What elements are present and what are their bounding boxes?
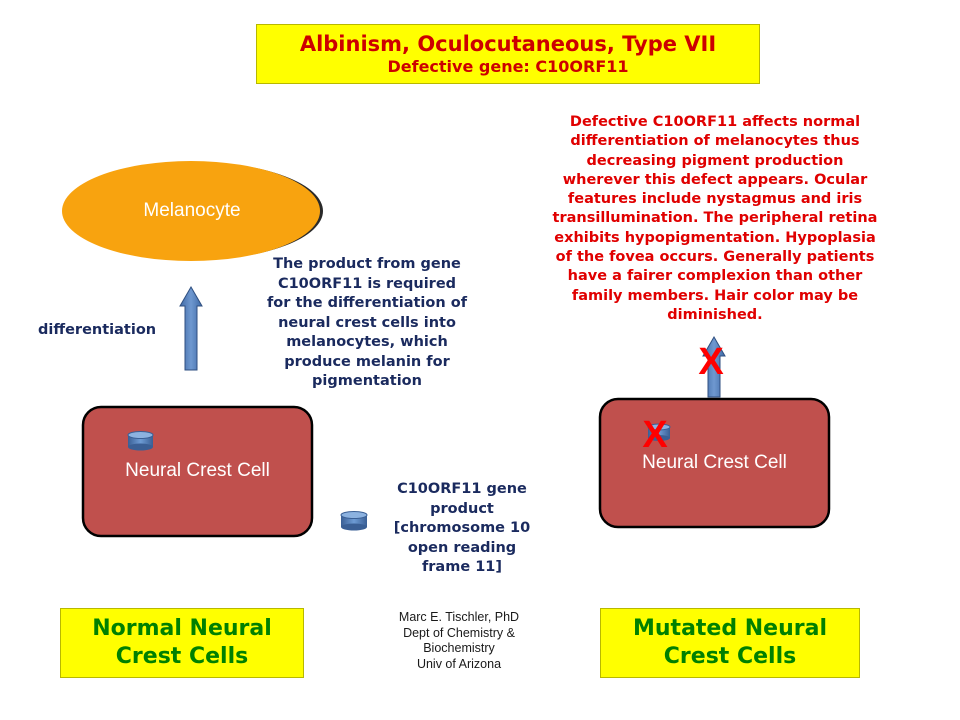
melanocyte-ellipse [62,161,323,261]
title-sub: Defective gene: C10ORF11 [387,57,629,76]
melanocyte-label: Melanocyte [143,200,241,221]
mutated-cells-box: Mutated Neural Crest Cells [600,608,860,678]
mutation-description-line: of the fovea occurs. Generally patients [555,249,875,266]
gene-product-label: C10ORF11 gene product [chromosome 10 ope… [382,480,542,578]
mutation-description-line: family members. Hair color may be [571,287,859,304]
blocked-differentiation-arrow [702,336,726,398]
product-explanation-line: pigmentation [312,373,422,389]
mutation-description-line: wherever this defect appears. Ocular [562,171,868,188]
author-credit-line: Marc E. Tischler, PhD [398,610,520,624]
mutation-description-line: transillumination. The peripheral retina [552,210,878,227]
author-credit-line: Biochemistry [423,641,495,656]
normal-cell-label: Neural Crest Cell [125,460,270,481]
gene-product-cylinder-icon [127,431,154,451]
differentiation-arrow [179,286,203,371]
defective-gene-product-icon [647,423,671,441]
defective-product-x-mark: X [642,414,668,456]
product-explanation-line: for the differentiation of [266,295,468,311]
gene-product-label-line: frame 11] [421,559,503,575]
mutation-description: Defective C10ORF11 affects normal differ… [532,113,898,325]
author-credit-line: Dept of Chemistry & [403,625,515,640]
mutation-description-line: decreasing pigment production [586,152,844,169]
normal-cells-box-line: Crest Cells [115,644,249,669]
mutation-description-line: have a fairer complexion than other [567,268,863,285]
mutation-description-line: features include nystagmus and iris [567,191,863,208]
author-credit: Marc E. Tischler, PhD Dept of Chemistry … [372,610,546,672]
blocked-arrow-x-mark: X [698,341,724,383]
mutation-description-line: Defective C10ORF11 affects normal [569,114,861,130]
normal-cells-box-line: Normal Neural [92,616,272,641]
product-explanation-line: neural crest cells into [278,314,456,331]
product-explanation-line: The product from gene [273,256,461,272]
mutation-description-line: differentiation of melanocytes thus [570,133,860,150]
gene-product-label-line: [chromosome 10 [393,520,531,536]
mutation-description-line: exhibits hypopigmentation. Hypoplasia [554,229,876,246]
title-box: Albinism, Oculocutaneous, Type VII Defec… [256,24,760,84]
product-explanation-line: produce melanin for [284,353,450,370]
gene-product-legend-icon [340,511,368,531]
product-explanation-line: melanocytes, which [286,334,448,350]
title-main: Albinism, Oculocutaneous, Type VII [299,32,717,56]
mutated-cell-label: Neural Crest Cell [642,452,787,473]
gene-product-label-line: open reading [407,539,517,556]
gene-product-label-line: C10ORF11 gene [397,481,527,497]
mutated-cells-box-line: Crest Cells [663,644,797,669]
author-credit-line: Univ of Arizona [416,656,502,671]
product-explanation: The product from gene C10ORF11 is requir… [254,255,480,392]
mutated-cells-box-line: Mutated Neural [633,616,827,641]
product-explanation-line: C10ORF11 is required [277,275,457,292]
normal-cells-box: Normal Neural Crest Cells [60,608,304,678]
differentiation-label: differentiation [38,322,157,338]
gene-product-label-line: product [430,500,494,517]
mutation-description-line: diminished. [667,306,763,323]
